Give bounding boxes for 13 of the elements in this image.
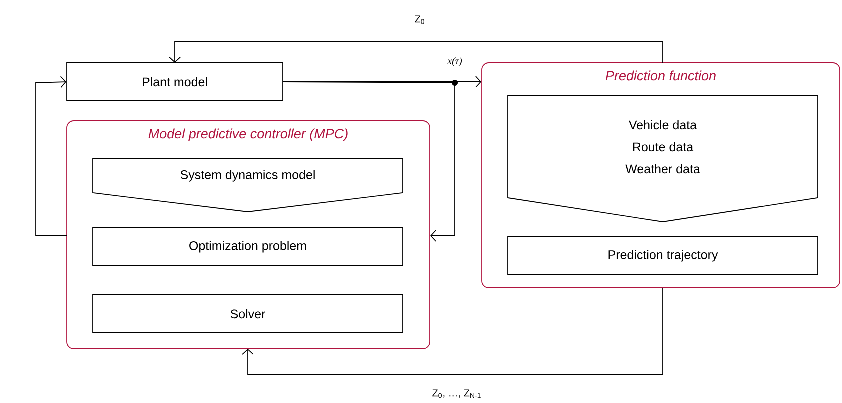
- pentagon-box: Vehicle data Route data Weather data: [508, 96, 818, 222]
- process-box: Optimization problem: [92, 228, 404, 266]
- arrow: [169, 42, 664, 64]
- process-box: Plant model: [66, 62, 284, 102]
- pentagon-box: System dynamics model: [92, 158, 404, 212]
- process-box: Solver: [92, 294, 404, 334]
- arrow: [242, 288, 664, 376]
- edge-label: Z$_{0}$, …, Z$_{N-1}$: [431, 388, 483, 400]
- arrow: [283, 82, 456, 242]
- edge-label: Z$_{0}$: [414, 14, 426, 26]
- arrow: [36, 76, 68, 236]
- process-box: Prediction trajectory: [508, 236, 818, 276]
- edge-label: x(τ): [446, 56, 464, 68]
